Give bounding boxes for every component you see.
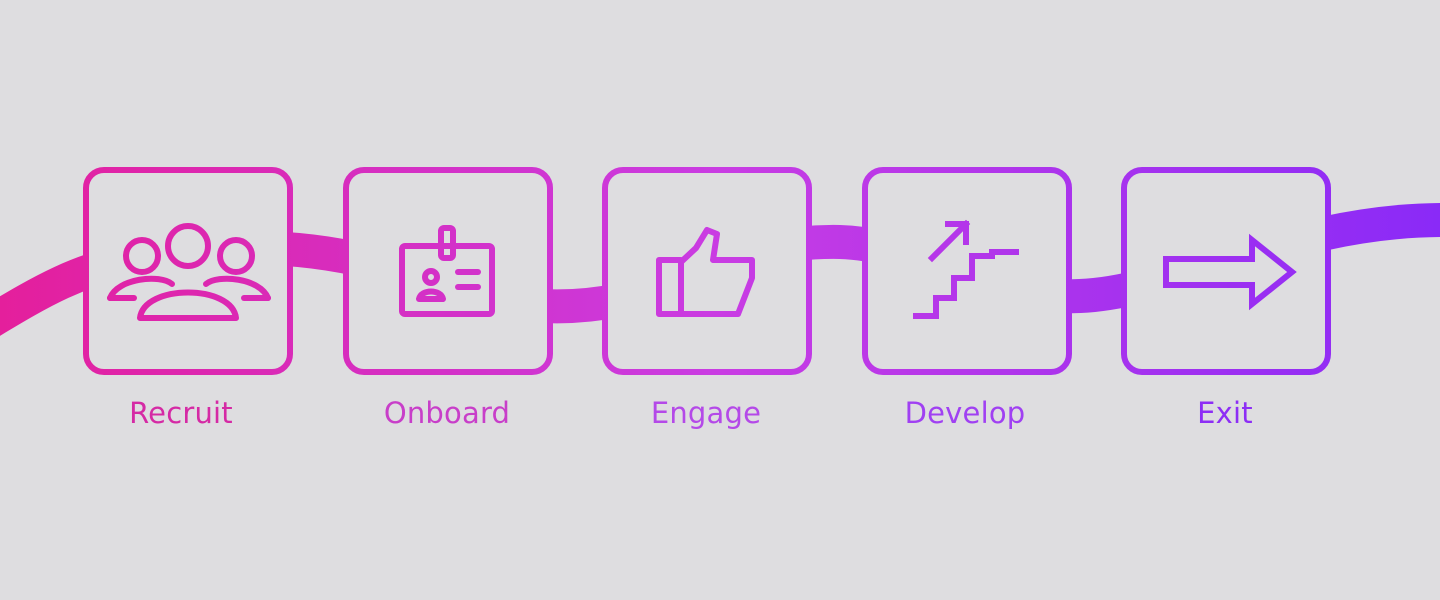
- arrow-right-icon: [1163, 233, 1297, 311]
- step-develop: [862, 167, 1072, 375]
- step-label-recruit: Recruit: [129, 396, 233, 430]
- step-box: [83, 167, 293, 375]
- step-label-develop: Develop: [904, 396, 1026, 430]
- step-engage: [602, 167, 812, 375]
- step-box: [862, 167, 1072, 375]
- step-box: [343, 167, 553, 375]
- step-label-engage: Engage: [650, 396, 762, 430]
- stairs-up-icon: [913, 219, 1019, 319]
- id-badge-icon: [399, 225, 495, 317]
- step-box: [1121, 167, 1331, 375]
- thumbs-up-icon: [656, 227, 755, 317]
- step-box: [602, 167, 812, 375]
- step-label-exit: Exit: [1197, 396, 1253, 430]
- step-label-onboard: Onboard: [383, 396, 511, 430]
- step-exit: [1121, 167, 1331, 375]
- step-onboard: [343, 167, 553, 375]
- people-group-icon: [107, 223, 271, 321]
- step-recruit: [83, 167, 293, 375]
